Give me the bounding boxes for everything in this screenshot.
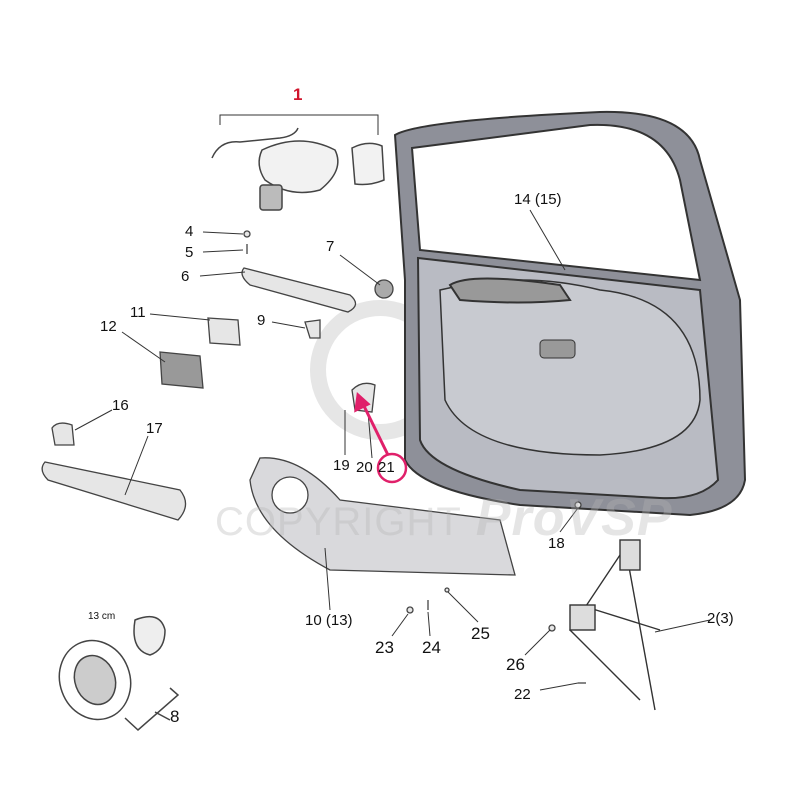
callout-20: 20 xyxy=(356,459,373,476)
highlight-circle xyxy=(376,452,408,484)
watermark: COPYRIGHT ProVSP xyxy=(215,488,673,548)
callout-9: 9 xyxy=(257,312,266,329)
callout-26: 26 xyxy=(506,655,525,674)
callout-6: 6 xyxy=(181,268,190,285)
callout-25: 25 xyxy=(471,624,490,643)
callout-8: 8 xyxy=(170,707,180,726)
watermark-text: COPYRIGHT xyxy=(215,500,462,544)
callout-24: 24 xyxy=(422,638,441,657)
callout-22: 22 xyxy=(514,686,531,703)
callout-18: 18 xyxy=(548,535,565,552)
window-regulator xyxy=(569,539,661,711)
callout-12: 12 xyxy=(100,318,117,335)
callout-5: 5 xyxy=(185,244,194,261)
callout-2: 2(3) xyxy=(707,610,734,627)
callout-1: 1 xyxy=(293,85,303,104)
watermark-brand: ProVSP xyxy=(475,489,673,547)
callout-23: 23 xyxy=(375,638,394,657)
speaker-size-note: 13 cm xyxy=(88,611,116,622)
leader-lines xyxy=(74,209,711,691)
mirror-assembly xyxy=(211,127,385,211)
callout-14: 14 (15) xyxy=(514,191,562,208)
bracket-1 xyxy=(219,114,379,135)
callout-4: 4 xyxy=(185,223,194,240)
small-parts xyxy=(41,230,586,684)
callout-7: 7 xyxy=(326,238,335,255)
speaker-assembly xyxy=(58,615,180,732)
callout-10: 10 (13) xyxy=(305,612,353,629)
callout-17: 17 xyxy=(146,420,163,437)
highlight-arrow xyxy=(354,391,390,456)
callout-19: 19 xyxy=(333,457,350,474)
callout-16: 16 xyxy=(112,397,129,414)
callout-21: 21 xyxy=(378,459,395,476)
callout-11: 11 xyxy=(130,304,146,321)
door-panel xyxy=(393,110,747,517)
